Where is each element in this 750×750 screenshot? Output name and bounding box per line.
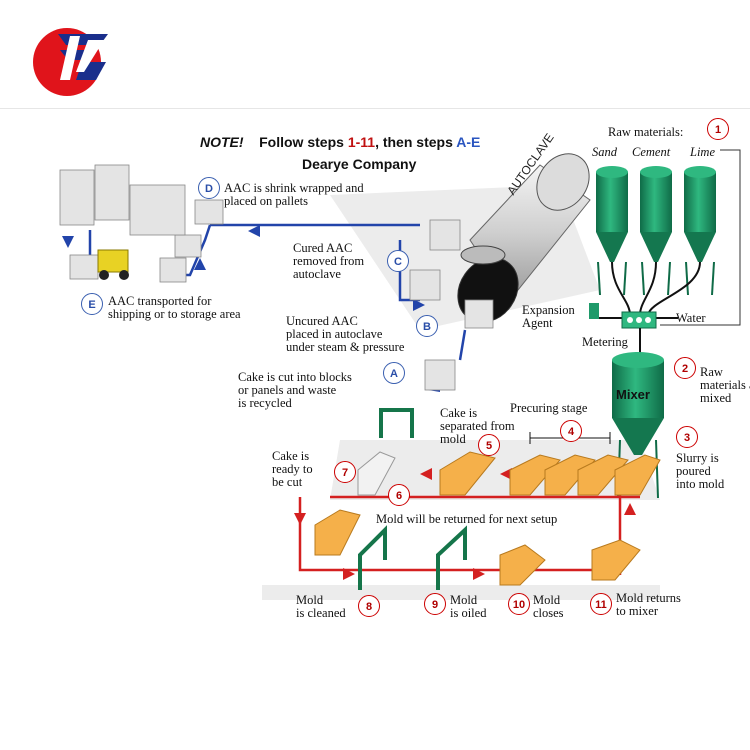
step-A-marker: A [383, 362, 405, 384]
note-follow: Follow steps [259, 134, 344, 150]
step-11-line-1: Mold returns [616, 591, 681, 605]
cake-block [357, 451, 396, 496]
red-arrows [294, 468, 636, 580]
step-E-text: AAC transported for shipping or to stora… [108, 295, 241, 321]
step-A-line-3: is recycled [238, 396, 292, 410]
step-11-line-2: to mixer [616, 604, 659, 618]
water-label: Water [676, 311, 706, 325]
step-B-line-3: under steam & pressure [286, 340, 405, 354]
step-C-text: Cured AAC removed from autoclave [293, 242, 364, 281]
gantries [358, 408, 467, 590]
step-5-text: Cake is separated from mold [440, 407, 515, 446]
raw-cement: Cement [632, 145, 671, 159]
step-A-line-2: or panels and waste [238, 383, 337, 397]
step-1-marker: 1 [707, 118, 729, 140]
step-11-marker: 11 [590, 593, 612, 615]
step-3-marker: 3 [676, 426, 698, 448]
note-instruction: NOTE! Follow steps 1-11, then steps A-E [200, 134, 480, 150]
silos [596, 149, 741, 326]
step-C-line-2: removed from [293, 254, 365, 268]
expansion-line-2: Agent [522, 316, 553, 330]
company-name: Dearye Company [302, 156, 417, 172]
step-C-line-1: Cured AAC [293, 241, 353, 255]
raw-materials-title: Raw materials: [608, 125, 684, 139]
step-2-line-1: Raw [700, 365, 723, 379]
step-E-marker: E [81, 293, 103, 315]
step-7-line-2: ready to [272, 462, 313, 476]
step-C-marker: C [387, 250, 409, 272]
step-10-text: Mold closes [533, 594, 564, 620]
note-steps-letters: A-E [456, 134, 481, 150]
expansion-agent-tank [589, 303, 599, 319]
step-5-marker: 5 [478, 434, 500, 456]
step-5-line-3: mold [440, 432, 466, 446]
step-7-line-1: Cake is [272, 449, 310, 463]
note-then: , then steps [375, 134, 453, 150]
step-2-text: Raw materials are mixed [700, 366, 750, 405]
step-6-text: Mold will be returned for next setup [376, 512, 558, 526]
metering-label: Metering [582, 335, 628, 349]
step-E-line-2: shipping or to storage area [108, 307, 241, 321]
step-3-line-1: Slurry is [676, 451, 719, 465]
step-3-line-3: into mold [676, 477, 725, 491]
aac-blocks [59, 164, 494, 391]
step-4-label: Precuring stage [510, 401, 588, 415]
step-8-line-2: is cleaned [296, 606, 346, 620]
note-steps-num: 1-11 [347, 134, 376, 150]
step-D-line-1: AAC is shrink wrapped and [224, 181, 364, 195]
step-9-line-1: Mold [450, 593, 478, 607]
step-B-line-2: placed in autoclave [286, 327, 383, 341]
step-9-text: Mold is oiled [450, 594, 486, 620]
metering-unit [621, 311, 657, 355]
step-3-text: Slurry is poured into mold [676, 452, 724, 491]
step-B-marker: B [416, 315, 438, 337]
step-9-line-2: is oiled [450, 606, 487, 620]
step-5-line-2: separated from [440, 419, 515, 433]
mixer [612, 352, 664, 499]
raw-sand: Sand [592, 145, 617, 159]
company-logo [33, 28, 108, 96]
step-4-marker: 4 [560, 420, 582, 442]
step-8-line-1: Mold [296, 593, 324, 607]
step-10-marker: 10 [508, 593, 530, 615]
step-B-line-1: Uncured AAC [286, 314, 358, 328]
feed-pipes [597, 261, 701, 319]
step-9-marker: 9 [424, 593, 446, 615]
step-D-line-2: placed on pallets [224, 194, 308, 208]
step-E-line-1: AAC transported for [108, 294, 212, 308]
step-D-text: AAC is shrink wrapped and placed on pall… [224, 182, 364, 208]
step-5-line-1: Cake is [440, 406, 478, 420]
step-C-line-3: autoclave [293, 267, 341, 281]
step-2-line-3: mixed [700, 391, 732, 405]
step-2-line-2: materials are [700, 378, 750, 392]
step-7-text: Cake is ready to be cut [272, 450, 313, 489]
molds [314, 451, 661, 586]
step-B-text: Uncured AAC placed in autoclave under st… [286, 315, 404, 354]
header-bar [0, 0, 750, 109]
step-A-text: Cake is cut into blocks or panels and wa… [238, 371, 352, 410]
expansion-agent-label: Expansion Agent [522, 304, 575, 330]
raw-lime: Lime [690, 145, 715, 159]
step-3-line-2: poured [676, 464, 711, 478]
step-7-line-3: be cut [272, 475, 303, 489]
step-A-line-1: Cake is cut into blocks [238, 370, 352, 384]
step-8-marker: 8 [358, 595, 380, 617]
forklift [97, 249, 129, 280]
step-11-text: Mold returns to mixer [616, 592, 681, 618]
step-2-marker: 2 [674, 357, 696, 379]
note-prefix: NOTE! [200, 134, 244, 150]
expansion-line-1: Expansion [522, 303, 575, 317]
step-10-line-2: closes [533, 606, 564, 620]
step-8-text: Mold is cleaned [296, 594, 346, 620]
step-D-marker: D [198, 177, 220, 199]
mixer-label: Mixer [616, 387, 650, 402]
step-7-marker: 7 [334, 461, 356, 483]
step-6-marker: 6 [388, 484, 410, 506]
step-10-line-1: Mold [533, 593, 561, 607]
